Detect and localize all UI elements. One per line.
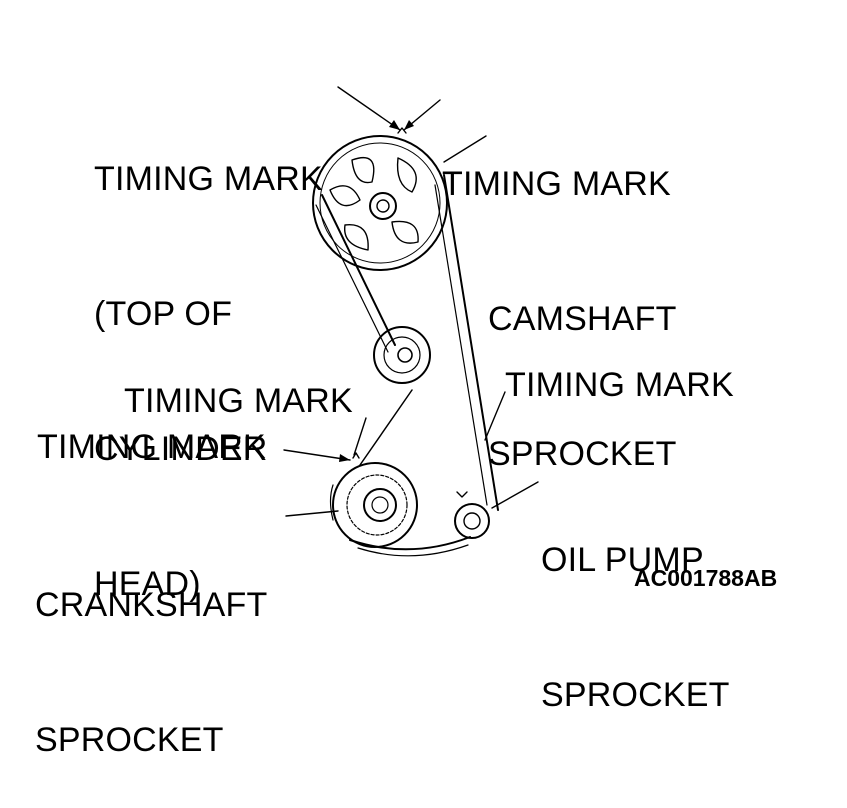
label-line: TIMING MARK [442,165,671,203]
label-timing-mark-cam: TIMING MARK CAMSHAFT SPROCKET [442,72,677,522]
oil-pump-sprocket [454,503,490,539]
leader-right-mark [484,391,506,441]
arrowhead-cam-mark [404,120,414,130]
timing-belt-crank-to-idler [359,389,413,466]
reference-code: AC001788AB [634,565,778,591]
leader-left-upper-mark [353,417,367,456]
cam-timing-tick [397,127,407,134]
label-crankshaft-sprocket: CRANKSHAFT SPROCKET [35,493,267,808]
label-line: CYLINDER [94,430,268,468]
label-line: SPROCKET [488,435,677,473]
label-line: TIMING MARK [94,160,323,198]
label-timing-mark-left-upper: TIMING MARK [124,382,353,420]
label-line: HEAD) [94,565,201,603]
label-line: CRANKSHAFT [35,586,268,624]
label-timing-mark-head: TIMING MARK (TOP OF CYLINDER HEAD) [94,67,323,652]
crankshaft-sprocket [329,462,418,548]
timing-belt-lower-run [349,536,471,551]
camshaft-sprocket [312,135,448,271]
label-line: CAMSHAFT [488,300,677,338]
label-oil-pump-sprocket: OIL PUMP SPROCKET [541,448,730,763]
timing-belt-lower-run-inner [357,544,469,557]
timing-belt-inner [315,204,389,353]
oil-pump-timing-tick [456,491,468,498]
label-line: SPROCKET [35,721,224,759]
leader-left-lower-mark [283,449,351,461]
leader-cam-sprocket [443,135,487,163]
label-line: OIL PUMP [541,541,704,579]
leader-head-mark [337,86,401,131]
timing-belt-diagram [283,86,539,557]
crank-timing-tick [352,452,360,459]
leader-oil-pump [491,481,539,509]
label-timing-mark-right: TIMING MARK [505,366,734,404]
label-timing-mark-left-lower: TIMING MARK [37,428,266,466]
arrowhead-left-lower-mark [339,454,350,462]
tensioner-pulley [373,326,431,384]
timing-belt-right-run-inner [434,184,488,506]
label-line: (TOP OF [94,295,233,333]
timing-belt [321,194,396,346]
timing-belt-right-run [443,174,499,511]
label-line: SPROCKET [541,676,730,714]
leader-crankshaft [285,510,339,517]
arrowhead-head-mark [389,120,400,130]
